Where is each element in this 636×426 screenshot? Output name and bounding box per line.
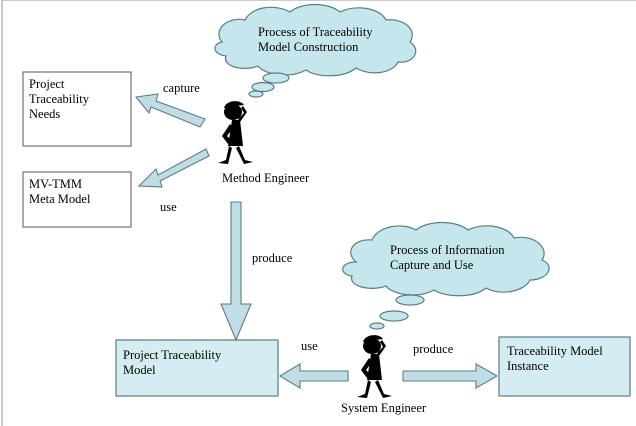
box-tm-instance-text: Traceability Model Instance <box>507 344 603 373</box>
method-engineer-figure <box>218 101 253 164</box>
system-engineer-figure <box>357 335 392 398</box>
label-use-model: use <box>301 339 318 353</box>
box-tm-instance <box>498 336 631 397</box>
label-produce-model: produce <box>252 251 293 265</box>
cloud-capture-line2: Capture and Use <box>390 258 474 272</box>
arrow-use-model <box>278 363 349 389</box>
box-project-model <box>115 339 279 397</box>
cloud-construction-line2: Model Construction <box>258 40 359 54</box>
cloud-construction-line1: Process of Traceability <box>258 25 373 39</box>
cloud-construction: Process of Traceability Model Constructi… <box>214 3 417 98</box>
label-produce-instance: produce <box>413 342 454 356</box>
box-mv-tmm-text: MV-TMM Meta Model <box>29 177 91 206</box>
label-use-meta: use <box>160 200 177 214</box>
cloud-capture-use: Process of Information Capture and Use <box>342 221 550 330</box>
label-system-engineer: System Engineer <box>341 401 427 415</box>
box-mv-tmm <box>22 171 132 228</box>
box-project-model-text: Project Traceability Model <box>123 348 222 377</box>
arrow-produce-instance <box>402 363 499 389</box>
box-project-needs-text: Project Traceability Needs <box>29 77 89 121</box>
arrow-use-meta <box>137 148 210 188</box>
arrow-capture <box>134 93 206 128</box>
cloud-capture-line1: Process of Information <box>390 243 505 257</box>
box-project-needs <box>22 71 132 147</box>
label-method-engineer: Method Engineer <box>222 171 310 185</box>
label-capture: capture <box>163 81 200 95</box>
arrow-produce-model <box>220 201 252 342</box>
